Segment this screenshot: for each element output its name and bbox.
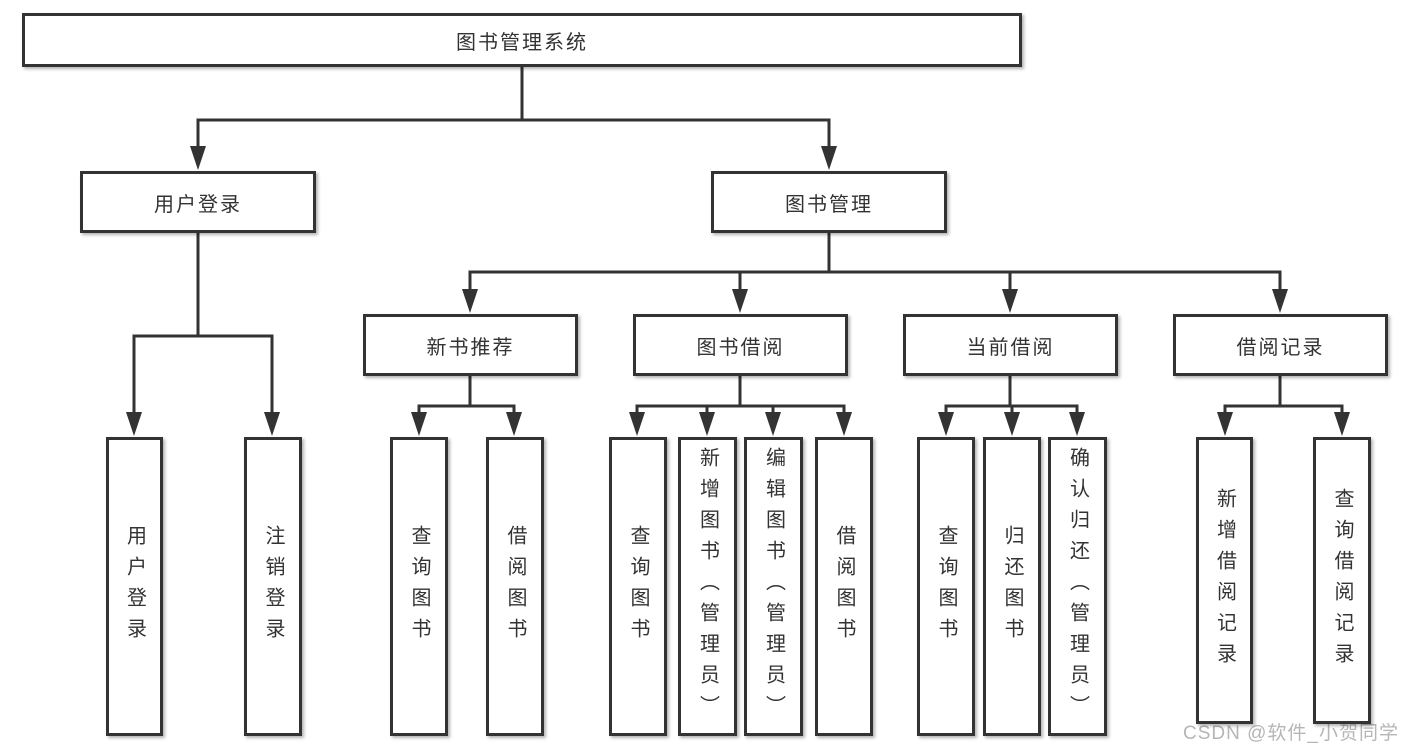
node-label: 用户登录 <box>154 193 242 216</box>
node-label: 编辑图书（管理员） <box>762 447 785 726</box>
node-book-mgmt: 图书管理 <box>711 171 947 233</box>
node-leaf-query-book-2: 查询图书 <box>609 437 667 736</box>
node-label: 当前借阅 <box>966 336 1055 359</box>
node-leaf-user-login: 用户登录 <box>106 437 163 736</box>
node-label: 查询图书 <box>627 524 649 649</box>
node-label: 借阅图书 <box>504 524 526 649</box>
node-root: 图书管理系统 <box>22 13 1022 67</box>
node-label: 新增图书（管理员） <box>696 447 719 726</box>
node-leaf-query-book-3: 查询图书 <box>917 437 975 736</box>
node-new-book: 新书推荐 <box>363 314 578 376</box>
node-label: 用户登录 <box>123 524 146 649</box>
node-current-borrow: 当前借阅 <box>903 314 1118 376</box>
node-user-login: 用户登录 <box>80 171 316 233</box>
node-label: 新增借阅记录 <box>1213 487 1236 674</box>
node-label: 归还图书 <box>1001 524 1023 649</box>
node-leaf-logout: 注销登录 <box>244 437 302 736</box>
csdn-watermark: CSDN @软件_小贺同学 <box>1183 723 1399 744</box>
node-leaf-edit-book: 编辑图书（管理员） <box>744 437 803 736</box>
node-label: 查询图书 <box>408 524 430 649</box>
node-leaf-return-book: 归还图书 <box>983 437 1041 736</box>
arrowheads <box>126 146 1350 436</box>
node-label: 新书推荐 <box>426 336 515 359</box>
node-label: 图书借阅 <box>696 336 785 359</box>
node-label: 借阅图书 <box>833 524 855 649</box>
node-leaf-query-record: 查询借阅记录 <box>1313 437 1371 724</box>
node-label: 查询图书 <box>935 524 957 649</box>
node-label: 图书管理 <box>785 193 873 216</box>
node-leaf-query-book-1: 查询图书 <box>390 437 448 736</box>
node-book-borrow: 图书借阅 <box>633 314 848 376</box>
node-leaf-borrow-book-1: 借阅图书 <box>486 437 544 736</box>
node-label: 查询借阅记录 <box>1331 487 1353 674</box>
node-leaf-add-record: 新增借阅记录 <box>1196 437 1253 724</box>
node-leaf-borrow-book-2: 借阅图书 <box>815 437 873 736</box>
node-label: 借阅记录 <box>1236 336 1325 359</box>
node-label: 图书管理系统 <box>456 31 588 54</box>
node-label: 确认归还（管理员） <box>1066 447 1089 726</box>
node-label: 注销登录 <box>262 524 284 649</box>
node-leaf-confirm-return: 确认归还（管理员） <box>1048 437 1107 736</box>
node-borrow-record: 借阅记录 <box>1173 314 1388 376</box>
node-leaf-add-book: 新增图书（管理员） <box>678 437 737 736</box>
